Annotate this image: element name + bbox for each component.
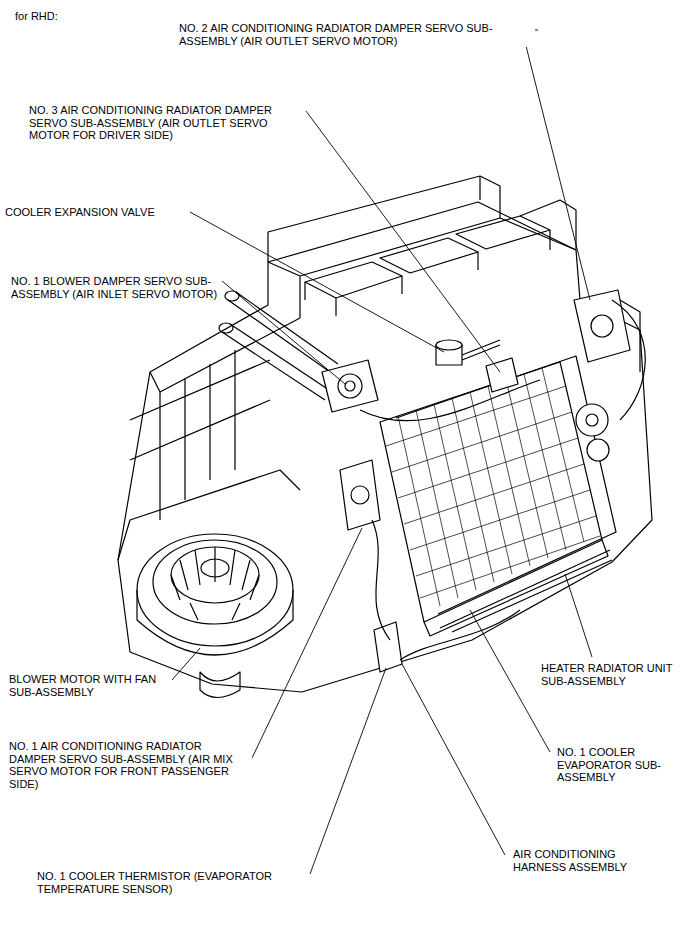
variant-note: for RHD:	[14, 10, 136, 23]
part-name: NO. 1 COOLER EVAPORATOR SUB-ASSEMBLY	[556, 746, 668, 784]
part-name: NO. 1 AIR CONDITIONING RADIATOR DAMPER S…	[8, 740, 252, 790]
part-name: NO. 3 AIR CONDITIONING RADIATOR DAMPER S…	[28, 104, 305, 142]
part-name: HEATER RADIATOR UNIT SUB-ASSEMBLY	[540, 662, 684, 687]
part-name: NO. 2 AIR CONDITIONING RADIATOR DAMPER S…	[178, 22, 535, 47]
part-name: AIR CONDITIONING HARNESS ASSEMBLY	[512, 848, 654, 873]
part-name: BLOWER MOTOR WITH FAN SUB-ASSEMBLY	[8, 673, 172, 698]
part-name: NO. 1 COOLER THERMISTOR (EVAPORATOR TEMP…	[36, 870, 308, 895]
part-name: NO. 1 BLOWER DAMPER SERVO SUB-ASSEMBLY (…	[10, 275, 222, 300]
part-name: COOLER EXPANSION VALVE	[4, 206, 186, 219]
